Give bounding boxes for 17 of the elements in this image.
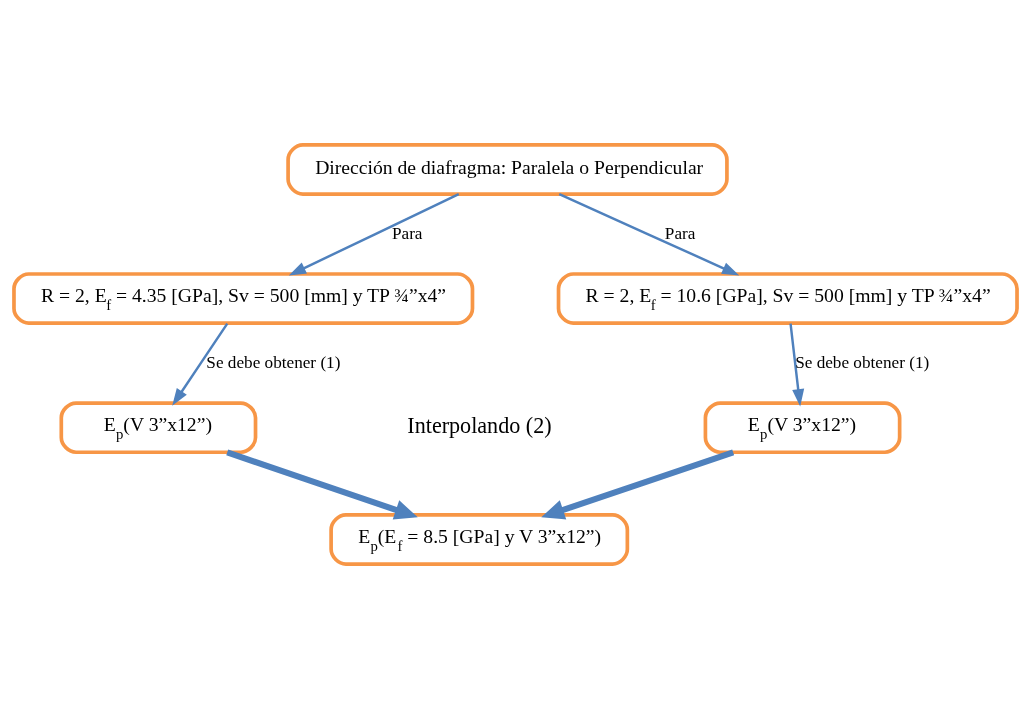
arrow: [558, 192, 740, 275]
node-box: E$_{p}$(V 3”x12”): [703, 400, 902, 454]
arrow: [541, 448, 735, 519]
label: Interpolando (2): [407, 412, 552, 438]
edge-label: Para: [391, 223, 423, 243]
edge-label: Se debe obtener (1): [206, 352, 341, 372]
node-box: E$_{p}$(E$_{f}$ = 8.5 [GPa] y V 3”x12”): [329, 512, 630, 566]
arrow: [226, 448, 418, 519]
arrow: [172, 322, 229, 406]
node-box: R = 2, E$_{f}$ = 4.35 [GPa], Sv = 500 [mm] y TP ¾”x4”: [12, 271, 475, 325]
edge-label: Para: [664, 223, 696, 243]
arrow: [789, 322, 805, 406]
arrow: [288, 192, 460, 275]
edge-label: Se debe obtener (1): [795, 352, 930, 372]
node-box: Dirección de diafragma: Paralela o Perpendicular: [286, 142, 729, 196]
node-box: R = 2, E$_{f}$ = 10.6 [GPa], Sv = 500 [mm] y TP ¾”x4”: [556, 271, 1019, 325]
node-box: E$_{p}$(V 3”x12”): [59, 400, 258, 454]
